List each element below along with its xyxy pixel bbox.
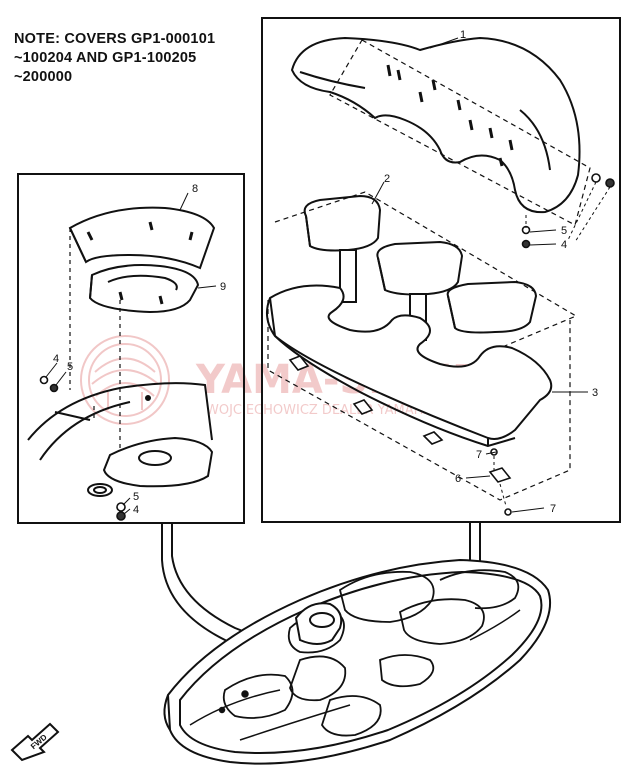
note-line-1: NOTE: COVERS GP1-000101 xyxy=(14,31,216,47)
callout-9: 9 xyxy=(220,281,226,293)
deck-fragment xyxy=(27,382,214,488)
note-line-2: ~100204 AND GP1-100205 xyxy=(14,50,197,66)
callout-5-bottom: 5 xyxy=(133,491,139,503)
right-callout-leaders xyxy=(371,37,588,513)
boat-seats xyxy=(222,569,520,737)
part-1-dashed-outline xyxy=(329,39,591,226)
callout-7-lower: 7 xyxy=(550,503,556,515)
left-fasteners xyxy=(39,375,126,521)
right-top-fasteners xyxy=(521,173,615,249)
callout-6: 6 xyxy=(455,473,461,485)
callout-4-bottom: 4 xyxy=(133,504,139,516)
callout-8: 8 xyxy=(192,183,198,195)
front-seat-cover-part-8 xyxy=(68,206,216,270)
boat-windscreen xyxy=(294,602,343,645)
right-lower-fasteners xyxy=(490,448,512,516)
part-1-clips xyxy=(386,64,514,167)
callout-7-upper: 7 xyxy=(476,449,482,461)
left-callout-leaders xyxy=(45,192,217,515)
callout-5-right: 5 xyxy=(561,225,567,237)
mount-brackets xyxy=(288,355,512,483)
rear-seat-cushions-part-2 xyxy=(303,194,538,334)
callout-2: 2 xyxy=(384,173,390,185)
seat-base-part-3 xyxy=(265,284,553,448)
right-lower-dashes xyxy=(493,456,507,507)
callout-3: 3 xyxy=(592,387,598,399)
boat-hull xyxy=(163,558,552,765)
front-seat-base-part-9 xyxy=(88,264,200,314)
rear-seat-cover-part-1 xyxy=(290,36,581,214)
boat-details xyxy=(189,609,521,741)
right-top-dashes xyxy=(525,181,611,243)
left-inset-frame xyxy=(17,173,245,524)
callout-5-left: 5 xyxy=(67,361,73,373)
part-2-dashed-outline xyxy=(274,191,578,349)
coverage-note: NOTE: COVERS GP1-000101 ~100204 AND GP1-… xyxy=(14,30,254,87)
fwd-arrow-icon: FWD xyxy=(10,722,60,762)
callout-1: 1 xyxy=(460,29,466,41)
left-grommet xyxy=(87,483,113,497)
watermark-logo xyxy=(80,335,170,425)
right-inset-frame xyxy=(261,17,621,523)
callout-4-left: 4 xyxy=(53,353,59,365)
part-3-dashed-outline xyxy=(267,300,571,501)
left-guide-lines xyxy=(69,228,121,450)
callout-4-right: 4 xyxy=(561,239,567,251)
note-line-3: ~200000 xyxy=(14,69,73,85)
